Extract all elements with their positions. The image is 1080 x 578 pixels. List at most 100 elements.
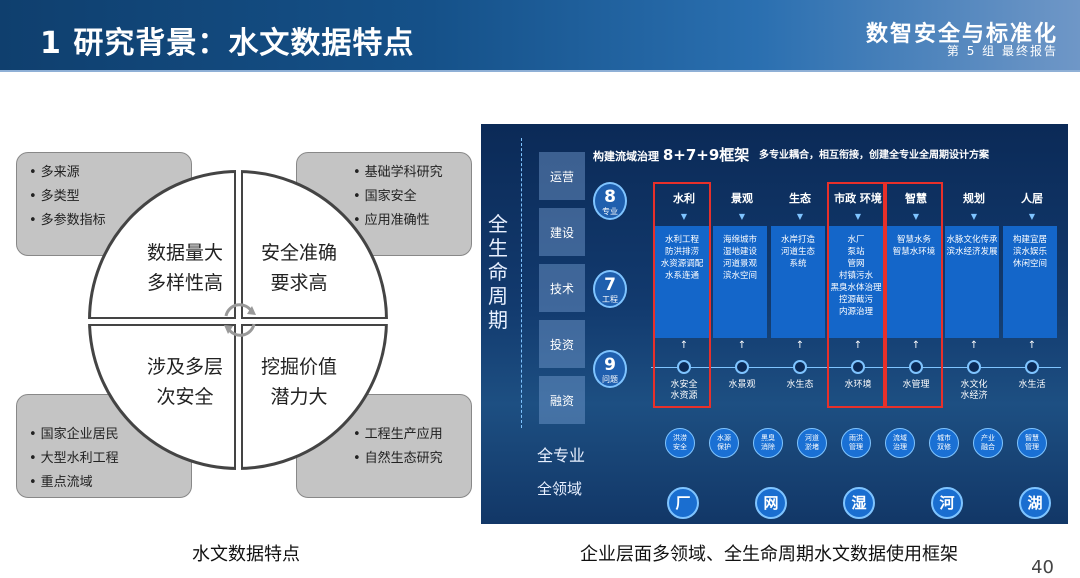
- problem-badge-line: 治理: [893, 443, 907, 451]
- problem-badge-line: 管理: [1025, 443, 1039, 451]
- column-content-line: 智慧水务: [896, 235, 931, 245]
- column-content-line: 控源截污: [838, 295, 873, 305]
- divider-line: [91, 324, 236, 326]
- down-arrow-icon: ▼: [1028, 212, 1036, 221]
- column-content-line: 村镇污水: [838, 271, 873, 281]
- problem-badge: 城市双修: [929, 428, 959, 458]
- problem-badge-line: 城市: [937, 434, 951, 442]
- problem-badge-line: 产业: [981, 434, 995, 442]
- column-label: 水生活: [1003, 380, 1061, 391]
- lifecycle-vertical-text: 全生命周期: [488, 212, 508, 332]
- up-arrow-icon: ↑: [911, 340, 921, 351]
- column-content-line: 水资源调配: [660, 259, 704, 269]
- framework-title: 构建流域治理 8+7+9框架: [593, 144, 749, 165]
- problem-badge-line: 融合: [981, 443, 995, 451]
- quadrant-text: 安全准确: [260, 242, 337, 264]
- header-banner: 1 研究背景：水文数据特点 数智安全与标准化 第 5 组 最终报告: [0, 0, 1080, 70]
- problem-badge: 流域治理: [885, 428, 915, 458]
- problem-badge: 产业融合: [973, 428, 1003, 458]
- quadrant-tr: 安全准确 要求高: [244, 238, 354, 298]
- framework-title-big: 8+7+9框架: [662, 146, 750, 164]
- problem-badge-line: 黑臭: [761, 434, 775, 442]
- divider-line: [234, 173, 236, 317]
- domain-icon: 厂: [667, 487, 699, 519]
- problem-badge-line: 安全: [673, 443, 687, 451]
- column-content-line: 管网: [847, 259, 865, 269]
- column-content-line: 滨水经济发展: [946, 247, 998, 257]
- up-arrow-icon: ↑: [795, 340, 805, 351]
- column-content-line: 智慧水环境: [892, 247, 936, 257]
- column-content-line: 休闲空间: [1012, 259, 1047, 269]
- quadrant-text: 多样性高: [146, 272, 223, 294]
- stage-investment: 投资: [539, 320, 585, 368]
- page-number: 40: [1031, 557, 1054, 578]
- quadrant-tl: 数据量大 多样性高: [130, 238, 240, 298]
- page-title: 1 研究背景：水文数据特点: [40, 26, 415, 61]
- column-content-line: 水厂: [847, 235, 865, 245]
- stage-financing: 融资: [539, 376, 585, 424]
- list-item: 多来源: [29, 161, 191, 185]
- column-label-line: 水环境: [844, 380, 872, 390]
- list-item: 工程生产应用: [353, 423, 471, 447]
- column-content-line: 系统: [789, 259, 807, 269]
- header-divider: [0, 70, 1080, 72]
- column-node: [677, 360, 691, 374]
- list-item: 多参数指标: [29, 209, 191, 233]
- column-head: 智慧: [905, 192, 927, 205]
- problem-badge-line: 河道: [805, 434, 819, 442]
- quadrant-text: 挖掘价值: [260, 356, 337, 378]
- number-badge-8: 8 专业: [593, 182, 627, 220]
- divider-line: [241, 324, 386, 326]
- all-field-label: 全领域: [537, 480, 583, 498]
- column-head: 市政 环境: [834, 192, 882, 205]
- stage-technology: 技术: [539, 264, 585, 312]
- column-content-line: 水脉文化传承: [946, 235, 998, 245]
- list-item: 大型水利工程: [29, 447, 191, 471]
- column-content-line: 海绵城市: [722, 235, 757, 245]
- column-head: 规划: [963, 192, 985, 205]
- column-label: 水安全水资源: [655, 380, 713, 402]
- column-label-line: 水生活: [1018, 380, 1046, 390]
- column-content-box: 构建宜居滨水娱乐休闲空间: [1003, 226, 1057, 338]
- problem-badge-line: 淤堵: [805, 443, 819, 451]
- list-item: 国家安全: [353, 185, 471, 209]
- problem-badge-line: 双修: [937, 443, 951, 451]
- problem-badge: 洪涝安全: [665, 428, 695, 458]
- column-node: [851, 360, 865, 374]
- column-content-line: 河道生态: [780, 247, 815, 257]
- number-label: 专业: [602, 207, 618, 216]
- list-item: 应用准确性: [353, 209, 471, 233]
- column-node: [967, 360, 981, 374]
- down-arrow-icon: ▼: [680, 212, 688, 221]
- column-label-line: 水景观: [728, 380, 756, 390]
- domain-icon: 网: [755, 487, 787, 519]
- column-content-line: 滨水空间: [722, 271, 757, 281]
- column-label-line: 水生态: [786, 380, 814, 390]
- brand-title: 数智安全与标准化: [865, 22, 1058, 47]
- down-arrow-icon: ▼: [796, 212, 804, 221]
- number-badge-9: 9 问题: [593, 350, 627, 388]
- problem-badge: 河道淤堵: [797, 428, 827, 458]
- column-content-line: 内源治理: [838, 307, 873, 317]
- column-content-line: 滨水娱乐: [1012, 247, 1047, 257]
- column-head: 水利: [673, 192, 695, 205]
- column-node: [909, 360, 923, 374]
- list-item: 基础学科研究: [353, 161, 471, 185]
- problem-badge-line: 水源: [717, 434, 731, 442]
- problem-badge-line: 流域: [893, 434, 907, 442]
- cycle-arrows-icon: [224, 303, 256, 337]
- divider-line: [234, 326, 236, 468]
- problem-badge-line: 消除: [761, 443, 775, 451]
- column-label: 水文化水经济: [945, 380, 1003, 402]
- column-content-box: 水岸打造河道生态系统: [771, 226, 825, 338]
- list-item: 国家企业居民: [29, 423, 191, 447]
- right-caption: 企业层面多领域、全生命周期水文数据使用框架: [580, 544, 958, 565]
- down-arrow-icon: ▼: [738, 212, 746, 221]
- number-label: 问题: [602, 375, 618, 384]
- column-content-box: 水利工程防洪排涝水资源调配水系连通: [655, 226, 709, 338]
- quadrant-text: 次安全: [156, 386, 214, 408]
- divider-line: [91, 317, 236, 319]
- quadrant-bl: 涉及多层 次安全: [130, 352, 240, 412]
- problem-badge: 水源保护: [709, 428, 739, 458]
- quadrant-text: 涉及多层: [146, 356, 223, 378]
